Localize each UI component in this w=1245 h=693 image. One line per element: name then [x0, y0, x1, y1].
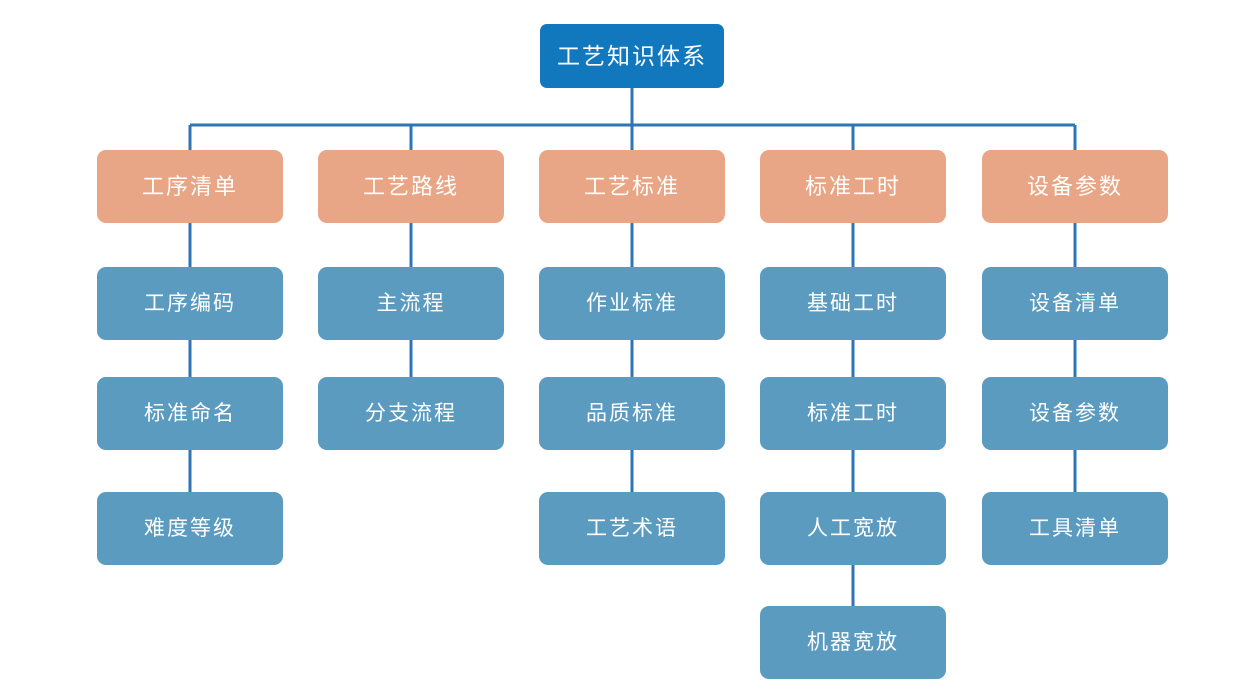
node-leaf-c1-r2[interactable]: 工序编码 [97, 267, 283, 340]
node-leaf-c3-r3[interactable]: 品质标准 [539, 377, 725, 450]
node-leaf-c1-r3[interactable]: 标准命名 [97, 377, 283, 450]
node-label: 主流程 [376, 292, 446, 315]
node-label: 人工宽放 [807, 517, 899, 540]
node-label: 基础工时 [807, 292, 899, 315]
node-leaf-c5-r3[interactable]: 设备参数 [982, 377, 1168, 450]
node-label: 标准工时 [804, 173, 901, 199]
node-label: 标准命名 [144, 402, 236, 425]
node-label: 标准工时 [807, 402, 899, 425]
node-label: 设备参数 [1029, 402, 1121, 425]
node-leaf-c5-r2[interactable]: 设备清单 [982, 267, 1168, 340]
node-leaf-c4-r3[interactable]: 标准工时 [760, 377, 946, 450]
node-branch-c4-r1[interactable]: 标准工时 [760, 150, 946, 223]
node-branch-c3-r1[interactable]: 工艺标准 [539, 150, 725, 223]
node-label: 工艺知识体系 [557, 42, 707, 69]
node-leaf-c4-r5[interactable]: 机器宽放 [760, 606, 946, 679]
node-label: 设备清单 [1029, 292, 1121, 315]
node-label: 分支流程 [365, 402, 457, 425]
node-branch-c2-r1[interactable]: 工艺路线 [318, 150, 504, 223]
node-label: 品质标准 [586, 402, 678, 425]
node-label: 工艺路线 [362, 173, 459, 199]
node-leaf-c3-r2[interactable]: 作业标准 [539, 267, 725, 340]
node-leaf-c4-r4[interactable]: 人工宽放 [760, 492, 946, 565]
node-label: 设备参数 [1026, 173, 1123, 199]
node-leaf-c2-r3[interactable]: 分支流程 [318, 377, 504, 450]
node-leaf-c2-r2[interactable]: 主流程 [318, 267, 504, 340]
node-label: 工艺标准 [583, 173, 680, 199]
node-label: 机器宽放 [807, 631, 899, 654]
node-leaf-c3-r4[interactable]: 工艺术语 [539, 492, 725, 565]
node-label: 工序清单 [141, 173, 238, 199]
node-leaf-c5-r4[interactable]: 工具清单 [982, 492, 1168, 565]
node-branch-c5-r1[interactable]: 设备参数 [982, 150, 1168, 223]
node-branch-c1-r1[interactable]: 工序清单 [97, 150, 283, 223]
node-label: 工具清单 [1029, 517, 1121, 540]
node-root-工艺知识体系[interactable]: 工艺知识体系 [540, 24, 724, 88]
node-leaf-c4-r2[interactable]: 基础工时 [760, 267, 946, 340]
node-label: 工序编码 [144, 292, 236, 315]
node-label: 难度等级 [144, 517, 236, 540]
node-label: 工艺术语 [586, 517, 678, 540]
node-leaf-c1-r4[interactable]: 难度等级 [97, 492, 283, 565]
node-label: 作业标准 [586, 292, 678, 315]
